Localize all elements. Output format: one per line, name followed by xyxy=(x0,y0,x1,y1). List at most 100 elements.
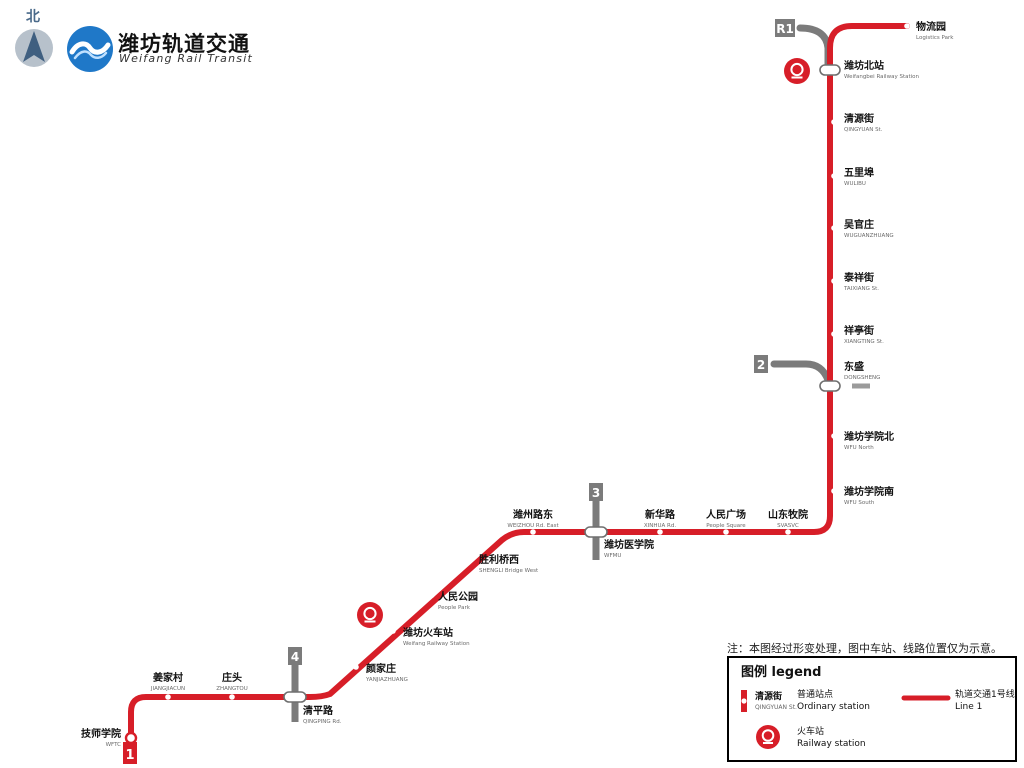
station-name-renminguangchang: 人民广场 xyxy=(706,508,746,521)
station-name-weifangzhan: 潍坊火车站 xyxy=(403,626,453,639)
station-marker[interactable] xyxy=(831,119,837,125)
station-name-xiangting: 祥亭街 xyxy=(844,324,874,337)
station-name-en-taixiang: TAIXIANG St. xyxy=(843,286,879,292)
station-marker[interactable] xyxy=(390,628,396,634)
station-name-en-wuliuyuan: Logistics Park xyxy=(916,35,954,41)
station-marker[interactable] xyxy=(466,555,472,561)
station-marker[interactable] xyxy=(657,529,663,535)
station-name-en-jiangjiacun: JIANGJIACUN xyxy=(150,686,185,692)
legend-title: 图例 legend xyxy=(741,665,822,680)
station-name-qingyuan: 清源街 xyxy=(844,112,874,125)
north-arrow-icon xyxy=(15,29,53,67)
station-name-en-qingping: QINGPING Rd. xyxy=(303,719,342,725)
transfer-station-marker[interactable] xyxy=(584,526,608,538)
station-marker[interactable] xyxy=(904,23,910,29)
railway-station-icon-ring xyxy=(363,606,377,621)
station-marker[interactable] xyxy=(831,331,837,337)
station-name-en-xiangting: XIANGTING St. xyxy=(844,339,884,345)
station-marker[interactable] xyxy=(785,529,791,535)
station-name-en-wulibu: WULIBU xyxy=(844,181,866,187)
line-2-branch xyxy=(770,360,832,384)
transfer-line-badge xyxy=(288,647,302,665)
station-marker[interactable] xyxy=(831,278,837,284)
station-name-en-dongsheng: DONGSHENG xyxy=(844,375,880,381)
station-name-en-yanjiazhuang: YANJIAZHUANG xyxy=(365,677,408,683)
station-marker[interactable] xyxy=(429,592,435,598)
station-marker[interactable] xyxy=(831,173,837,179)
railway-station-icon xyxy=(357,602,383,628)
transfer-line-badge-label: 2 xyxy=(757,358,765,372)
station-layer: 物流园 Logistics Park 潍坊北站 Weifangbei Railway … xyxy=(81,19,954,748)
line-1-badge xyxy=(123,742,137,764)
station-name-wfu_north: 潍坊学院北 xyxy=(844,430,894,443)
station-name-wfmu: 潍坊医学院 xyxy=(604,538,654,551)
line-1-route xyxy=(128,23,910,741)
station-name-taixiang: 泰祥街 xyxy=(843,271,874,284)
station-name-wftc: 技师学院 xyxy=(81,727,121,740)
station-name-en-weifangbei: Weifangbei Railway Station xyxy=(844,74,920,80)
transfer-line-badge-label: 3 xyxy=(592,486,600,500)
railway-station-icon-base xyxy=(364,620,376,623)
brand-title: 潍坊轨道交通 xyxy=(118,32,250,56)
legend-sample-cn: 清源街 xyxy=(755,692,783,702)
station-name-shandongmuyuan: 山东牧院 xyxy=(768,508,808,521)
station-name-dongsheng: 东盛 xyxy=(844,360,864,373)
transfer-station-marker[interactable] xyxy=(283,691,307,703)
line-1-badge-label: 1 xyxy=(125,748,134,763)
legend-sample-en: QINGYUAN St. xyxy=(755,704,797,711)
station-marker[interactable] xyxy=(831,225,837,231)
station-name-en-wfu_south: WFU South xyxy=(844,500,875,506)
terminal-station-marker[interactable] xyxy=(124,731,138,745)
transfer-station-marker[interactable] xyxy=(819,380,841,392)
station-marker[interactable] xyxy=(831,433,837,439)
station-name-en-zhangtou: ZHANGTOU xyxy=(216,686,248,692)
railway-station-icon-base xyxy=(791,76,803,79)
station-name-wuliuyuan: 物流园 xyxy=(916,20,946,33)
station-name-en-weizhoudong: WEIZHOU Rd. East xyxy=(507,523,559,529)
legend-railway-en: Railway station xyxy=(797,739,866,749)
station-name-en-weifangzhan: Weifang Railway Station xyxy=(403,641,470,647)
line-1-swatch-icon xyxy=(901,695,951,701)
transfer-line-badge-label: 4 xyxy=(291,650,299,664)
station-name-en-renminguangchang: People Square xyxy=(706,523,746,529)
station-name-en-wftc: WFTC xyxy=(106,742,122,748)
ordinary-station-icon xyxy=(741,690,747,712)
station-name-en-shandongmuyuan: SVASVC xyxy=(777,523,799,529)
station-marker[interactable] xyxy=(831,488,837,494)
station-marker[interactable] xyxy=(229,694,235,700)
station-name-qingping: 清平路 xyxy=(303,704,334,717)
legend-box: 图例 legend 清源街 QINGYUAN St. 普通站点 Ordinary… xyxy=(727,656,1017,762)
station-name-en-wfmu: WFMU xyxy=(604,553,621,559)
transfer-line-badge xyxy=(589,483,603,501)
station-name-en-qingyuan: QINGYUAN St. xyxy=(844,127,883,133)
station-marker[interactable] xyxy=(723,529,729,535)
legend-railway-cn: 火车站 xyxy=(797,727,825,737)
station-name-weifangbei: 潍坊北站 xyxy=(844,59,884,72)
transfer-line-badge-label: R1 xyxy=(776,22,794,36)
station-name-en-xinhua: XINHUA Rd. xyxy=(644,523,676,529)
station-marker[interactable] xyxy=(165,694,171,700)
north-label: 北 xyxy=(26,9,40,25)
legend-line-cn: 轨道交通1号线 xyxy=(955,690,1015,700)
station-name-wfu_south: 潍坊学院南 xyxy=(844,485,894,498)
line-1-layer: 1 xyxy=(123,23,910,764)
transfer-station-marker[interactable] xyxy=(819,64,841,76)
station-name-weizhoudong: 潍州路东 xyxy=(513,508,553,521)
station-name-en-wuguanzhuang: WUGUANZHUANG xyxy=(844,233,894,239)
station-name-en-shengli: SHENGLI Bridge West xyxy=(479,568,539,574)
station-name-xinhua: 新华路 xyxy=(645,508,676,521)
brand-subtitle: Weifang Rail Transit xyxy=(119,52,253,65)
station-name-en-wfu_north: WFU North xyxy=(844,445,874,451)
map-note: 注：本图经过形变处理，图中车站、线路位置仅为示意。 xyxy=(727,642,1002,655)
legend-ordinary-en: Ordinary station xyxy=(797,702,870,712)
station-marker[interactable] xyxy=(353,664,359,670)
railway-station-icon-ring xyxy=(790,62,804,77)
transfer-line-badge xyxy=(754,355,768,373)
station-name-zhangtou: 庄头 xyxy=(222,671,242,684)
station-marker[interactable] xyxy=(530,529,536,535)
transfer-line-badge xyxy=(775,19,795,37)
station-name-wuguanzhuang: 吴官庄 xyxy=(844,218,874,231)
station-name-jiangjiacun: 姜家村 xyxy=(153,671,183,684)
